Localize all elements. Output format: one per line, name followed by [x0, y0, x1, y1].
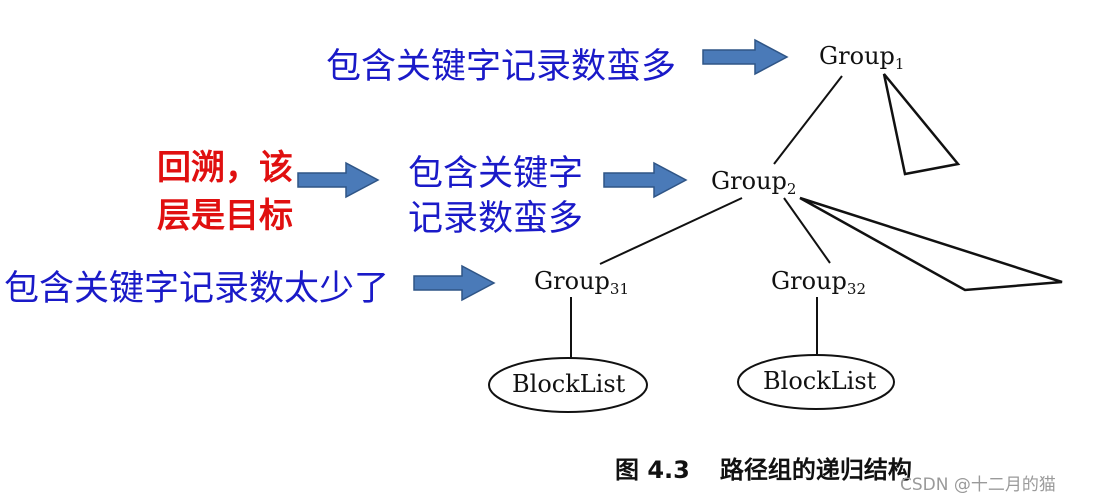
annotation-middle-line2: 记录数蛮多 — [408, 199, 584, 239]
figure-caption: 图 4.3 路径组的递归结构 — [615, 450, 912, 485]
annotation-top: 包含关键字记录数蛮多 — [326, 47, 677, 87]
arrow-middle-to-group2 — [603, 161, 688, 199]
arrow-left-to-middle — [297, 161, 380, 199]
watermark: CSDN @十二月的猫 — [900, 475, 1056, 495]
annotation-left-line2: 层是目标 — [157, 196, 293, 236]
edge-group1-group2 — [773, 75, 843, 165]
subtree-triangle-group1 — [882, 73, 961, 176]
node-blocklist-left: BlockList — [512, 370, 626, 398]
arrow-top — [702, 38, 789, 76]
edge-group2-group32 — [783, 197, 831, 264]
subtree-triangle-group2 — [799, 196, 1063, 292]
node-group32: Group32 — [771, 267, 867, 298]
blocklist-right-ellipse — [737, 354, 895, 410]
annotation-bottom: 包含关键字记录数太少了 — [4, 269, 390, 309]
figure-title: 路径组的递归结构 — [719, 456, 912, 484]
blocklist-left-ellipse — [488, 357, 648, 413]
annotation-left-line1: 回溯，该 — [157, 148, 293, 188]
node-blocklist-right: BlockList — [763, 367, 877, 395]
arrow-bottom — [413, 264, 496, 302]
figure-number: 图 4.3 — [615, 456, 690, 484]
node-group2: Group2 — [711, 167, 797, 198]
edge-group2-group31 — [599, 197, 743, 265]
annotation-middle-line1: 包含关键字 — [408, 154, 584, 194]
node-group1: Group1 — [819, 42, 905, 73]
node-group31: Group31 — [534, 267, 630, 298]
